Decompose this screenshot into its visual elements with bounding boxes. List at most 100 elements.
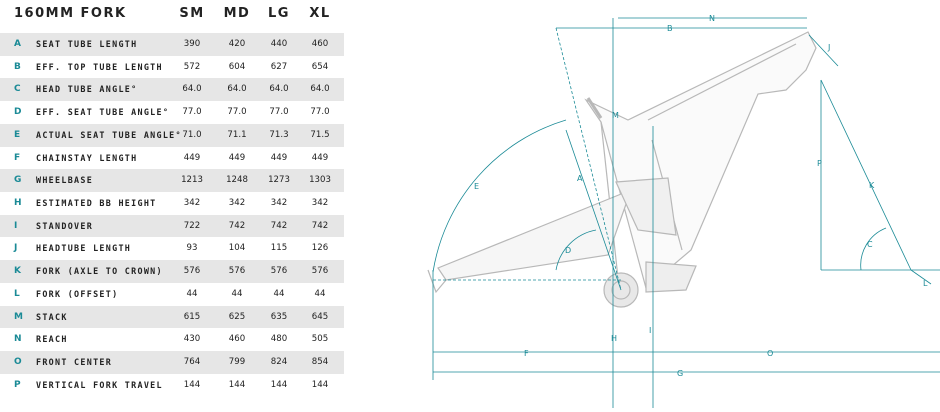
row-value-sm: 342: [183, 198, 201, 209]
label-m: M: [612, 111, 619, 120]
label-d: D: [565, 246, 571, 255]
dimension-labels: A B C D E F G H I J K L M N O P: [474, 14, 928, 378]
size-header-sm: SM: [179, 6, 205, 21]
row-label: REACH: [36, 334, 68, 345]
label-o: O: [767, 349, 773, 358]
row-label: HEAD TUBE ANGLE°: [36, 84, 138, 95]
row-value-lg: 449: [270, 152, 288, 163]
label-a: A: [577, 174, 583, 183]
row-value-md: 576: [228, 266, 246, 277]
row-letter: J: [14, 243, 18, 254]
row-value-xl: 126: [311, 243, 329, 254]
row-value-md: 449: [228, 152, 246, 163]
row-value-xl: 654: [311, 61, 329, 72]
row-value-md: 44: [231, 288, 243, 299]
row-value-sm: 44: [186, 288, 198, 299]
row-label: EFF. TOP TUBE LENGTH: [36, 61, 163, 72]
row-value-sm: 71.0: [182, 129, 202, 140]
table-row: F CHAINSTAY LENGTH 449 449 449 449: [0, 147, 344, 170]
size-header-xl: XL: [309, 6, 331, 21]
row-label: VERTICAL FORK TRAVEL: [36, 379, 163, 390]
label-p: P: [817, 159, 822, 168]
row-value-lg: 144: [270, 379, 288, 390]
row-value-lg: 627: [270, 61, 288, 72]
label-b: B: [667, 24, 673, 33]
label-l: L: [923, 279, 928, 288]
label-i: I: [649, 326, 651, 335]
row-value-md: 64.0: [227, 84, 247, 95]
row-value-xl: 44: [314, 288, 326, 299]
row-value-xl: 77.0: [310, 107, 330, 118]
row-value-lg: 1273: [268, 175, 290, 186]
offset-line: [910, 269, 932, 285]
row-value-md: 742: [228, 220, 246, 231]
label-h: H: [611, 334, 617, 343]
row-value-md: 104: [228, 243, 246, 254]
row-value-xl: 460: [311, 39, 329, 49]
row-letter: N: [14, 334, 22, 345]
fork-line: [820, 79, 912, 271]
actual-seat-angle-arc: [432, 119, 567, 273]
row-value-sm: 1213: [181, 175, 203, 186]
row-value-lg: 576: [270, 266, 288, 277]
row-label: SEAT TUBE LENGTH: [36, 39, 138, 49]
row-label: FRONT CENTER: [36, 357, 113, 368]
row-value-md: 799: [228, 357, 246, 368]
row-label: HEADTUBE LENGTH: [36, 243, 132, 254]
row-label: ESTIMATED BB HEIGHT: [36, 198, 157, 209]
row-value-xl: 1303: [309, 175, 331, 186]
row-value-xl: 449: [311, 152, 329, 163]
row-letter: I: [14, 220, 18, 231]
row-value-md: 77.0: [227, 107, 247, 118]
row-letter: O: [14, 357, 22, 368]
row-value-sm: 77.0: [182, 107, 202, 118]
row-letter: E: [14, 129, 21, 140]
row-value-sm: 576: [183, 266, 201, 277]
row-value-xl: 505: [311, 334, 329, 345]
dimension-lines: [432, 17, 940, 408]
row-value-sm: 449: [183, 152, 201, 163]
bike-frame-drawing: [427, 31, 817, 308]
row-value-lg: 115: [270, 243, 288, 254]
row-value-sm: 430: [183, 334, 201, 345]
row-value-lg: 342: [270, 198, 288, 209]
head-tube-line: [808, 34, 839, 67]
row-value-lg: 77.0: [269, 107, 289, 118]
row-value-lg: 440: [270, 39, 288, 49]
seat-tube-line: [565, 129, 622, 291]
row-label: CHAINSTAY LENGTH: [36, 152, 138, 163]
row-label: WHEELBASE: [36, 175, 94, 186]
row-letter: K: [14, 266, 21, 277]
row-value-md: 420: [228, 39, 246, 49]
label-k: K: [869, 181, 875, 190]
row-value-md: 144: [228, 379, 246, 390]
row-value-xl: 64.0: [310, 84, 330, 95]
row-value-sm: 144: [183, 379, 201, 390]
row-label: EFF. SEAT TUBE ANGLE°: [36, 107, 170, 118]
row-value-lg: 824: [270, 357, 288, 368]
row-letter: F: [14, 152, 21, 163]
label-f: F: [524, 349, 529, 358]
row-value-lg: 64.0: [269, 84, 289, 95]
row-letter: H: [14, 198, 22, 209]
row-value-lg: 71.3: [269, 129, 289, 140]
row-letter: G: [14, 175, 22, 186]
row-value-xl: 742: [311, 220, 329, 231]
row-letter: A: [14, 39, 21, 49]
row-label: ACTUAL SEAT TUBE ANGLE°: [36, 129, 182, 140]
row-letter: C: [14, 84, 21, 95]
head-angle-arc: [860, 227, 887, 271]
row-value-md: 342: [228, 198, 246, 209]
label-n: N: [709, 14, 715, 23]
row-letter: P: [14, 379, 21, 390]
row-value-md: 1248: [226, 175, 248, 186]
row-label: STACK: [36, 311, 68, 322]
